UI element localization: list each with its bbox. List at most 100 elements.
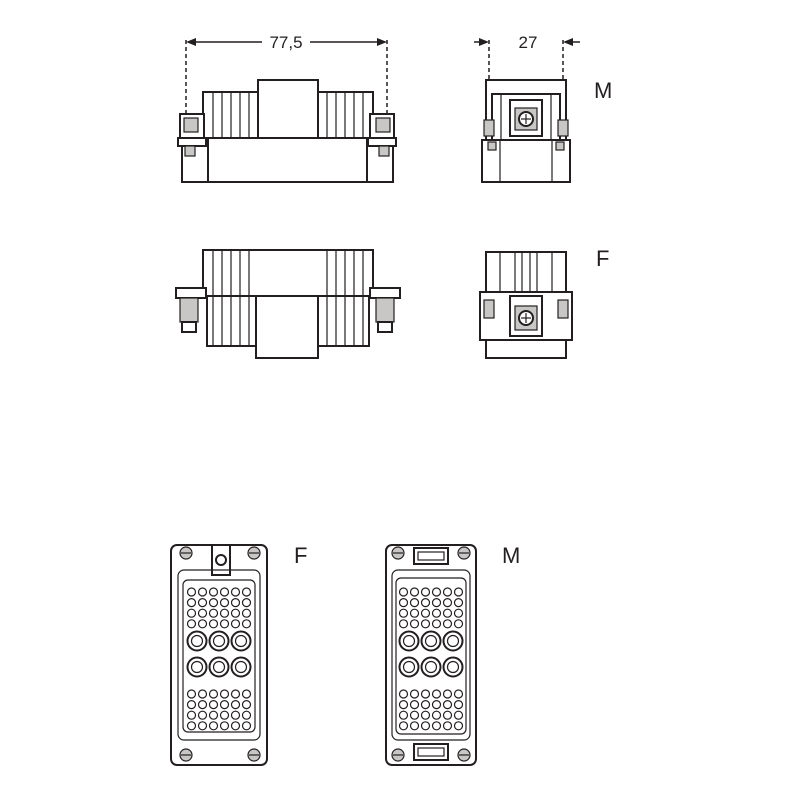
small-contact — [241, 721, 252, 731]
small-contact — [442, 597, 453, 608]
small-contact — [442, 710, 453, 720]
large-contact-inner — [234, 660, 248, 674]
small-contact — [219, 608, 230, 618]
small-contact — [420, 710, 431, 720]
small-contact — [208, 689, 219, 699]
small-contact — [409, 619, 420, 629]
large-contact-inner — [190, 660, 204, 674]
small-contact — [409, 597, 420, 608]
female-side-label: F — [596, 246, 609, 271]
small-contact — [398, 721, 409, 731]
small-contact — [186, 597, 197, 608]
small-contact — [208, 710, 219, 720]
male-face-view: M — [385, 543, 520, 766]
small-contact — [442, 699, 453, 710]
large-contact-inner — [424, 634, 438, 648]
small-contact — [398, 608, 409, 618]
small-contact — [230, 597, 241, 608]
small-contact — [186, 721, 197, 731]
large-contact-inner — [212, 660, 226, 674]
large-contact-inner — [424, 660, 438, 674]
small-contact — [453, 619, 464, 629]
large-contact-inner — [446, 660, 460, 674]
small-contact — [431, 597, 442, 608]
female-face-view: F — [170, 543, 307, 766]
small-contact — [409, 699, 420, 710]
small-contact — [453, 597, 464, 608]
small-contact — [241, 608, 252, 618]
male-side-label: M — [594, 78, 612, 103]
small-contact — [219, 597, 230, 608]
small-contact — [453, 710, 464, 720]
small-contact — [219, 699, 230, 710]
small-contact — [431, 699, 442, 710]
small-contact — [186, 608, 197, 618]
small-contact — [420, 619, 431, 629]
large-contact — [420, 630, 442, 652]
small-contact — [241, 619, 252, 629]
small-contact — [197, 587, 208, 597]
large-contact-inner — [402, 634, 416, 648]
small-contact — [431, 710, 442, 720]
small-contact — [398, 689, 409, 699]
small-contact — [197, 619, 208, 629]
large-contact-inner — [212, 634, 226, 648]
small-contact — [453, 608, 464, 618]
small-contact — [398, 710, 409, 720]
female-face-label: F — [294, 543, 307, 568]
depth-dimension-label: 27 — [519, 33, 538, 52]
small-contact — [197, 710, 208, 720]
large-contact — [230, 656, 252, 678]
small-contact — [431, 721, 442, 731]
small-contact — [241, 689, 252, 699]
small-contact — [230, 699, 241, 710]
large-contact — [442, 656, 464, 678]
small-contact — [409, 587, 420, 597]
small-contact — [219, 587, 230, 597]
small-contact — [409, 710, 420, 720]
small-contact — [208, 608, 219, 618]
width-dimension-label: 77,5 — [269, 33, 302, 52]
small-contact — [186, 587, 197, 597]
small-contact — [197, 689, 208, 699]
large-contact-inner — [446, 634, 460, 648]
small-contact — [197, 608, 208, 618]
small-contact — [453, 689, 464, 699]
small-contact — [208, 587, 219, 597]
large-contact — [420, 656, 442, 678]
small-contact — [453, 699, 464, 710]
small-contact — [398, 597, 409, 608]
small-contact — [230, 689, 241, 699]
small-contact — [431, 689, 442, 699]
large-contact — [186, 656, 208, 678]
small-contact — [219, 689, 230, 699]
small-contact — [398, 587, 409, 597]
female-end-view: F — [479, 246, 609, 359]
large-contact — [398, 656, 420, 678]
small-contact — [197, 597, 208, 608]
large-contact — [230, 630, 252, 652]
large-contact — [186, 630, 208, 652]
small-contact — [431, 608, 442, 618]
large-contact-inner — [402, 660, 416, 674]
small-contact — [219, 710, 230, 720]
small-contact — [230, 608, 241, 618]
small-contact — [186, 699, 197, 710]
small-contact — [420, 721, 431, 731]
small-contact — [208, 699, 219, 710]
small-contact — [420, 699, 431, 710]
small-contact — [453, 587, 464, 597]
female-contacts — [186, 587, 252, 731]
small-contact — [442, 608, 453, 618]
small-contact — [208, 619, 219, 629]
small-contact — [241, 597, 252, 608]
large-contact — [208, 630, 230, 652]
small-contact — [420, 587, 431, 597]
male-face-label: M — [502, 543, 520, 568]
small-contact — [398, 619, 409, 629]
male-end-view: 27 M — [474, 33, 612, 183]
small-contact — [186, 689, 197, 699]
small-contact — [208, 721, 219, 731]
small-contact — [208, 597, 219, 608]
small-contact — [398, 699, 409, 710]
